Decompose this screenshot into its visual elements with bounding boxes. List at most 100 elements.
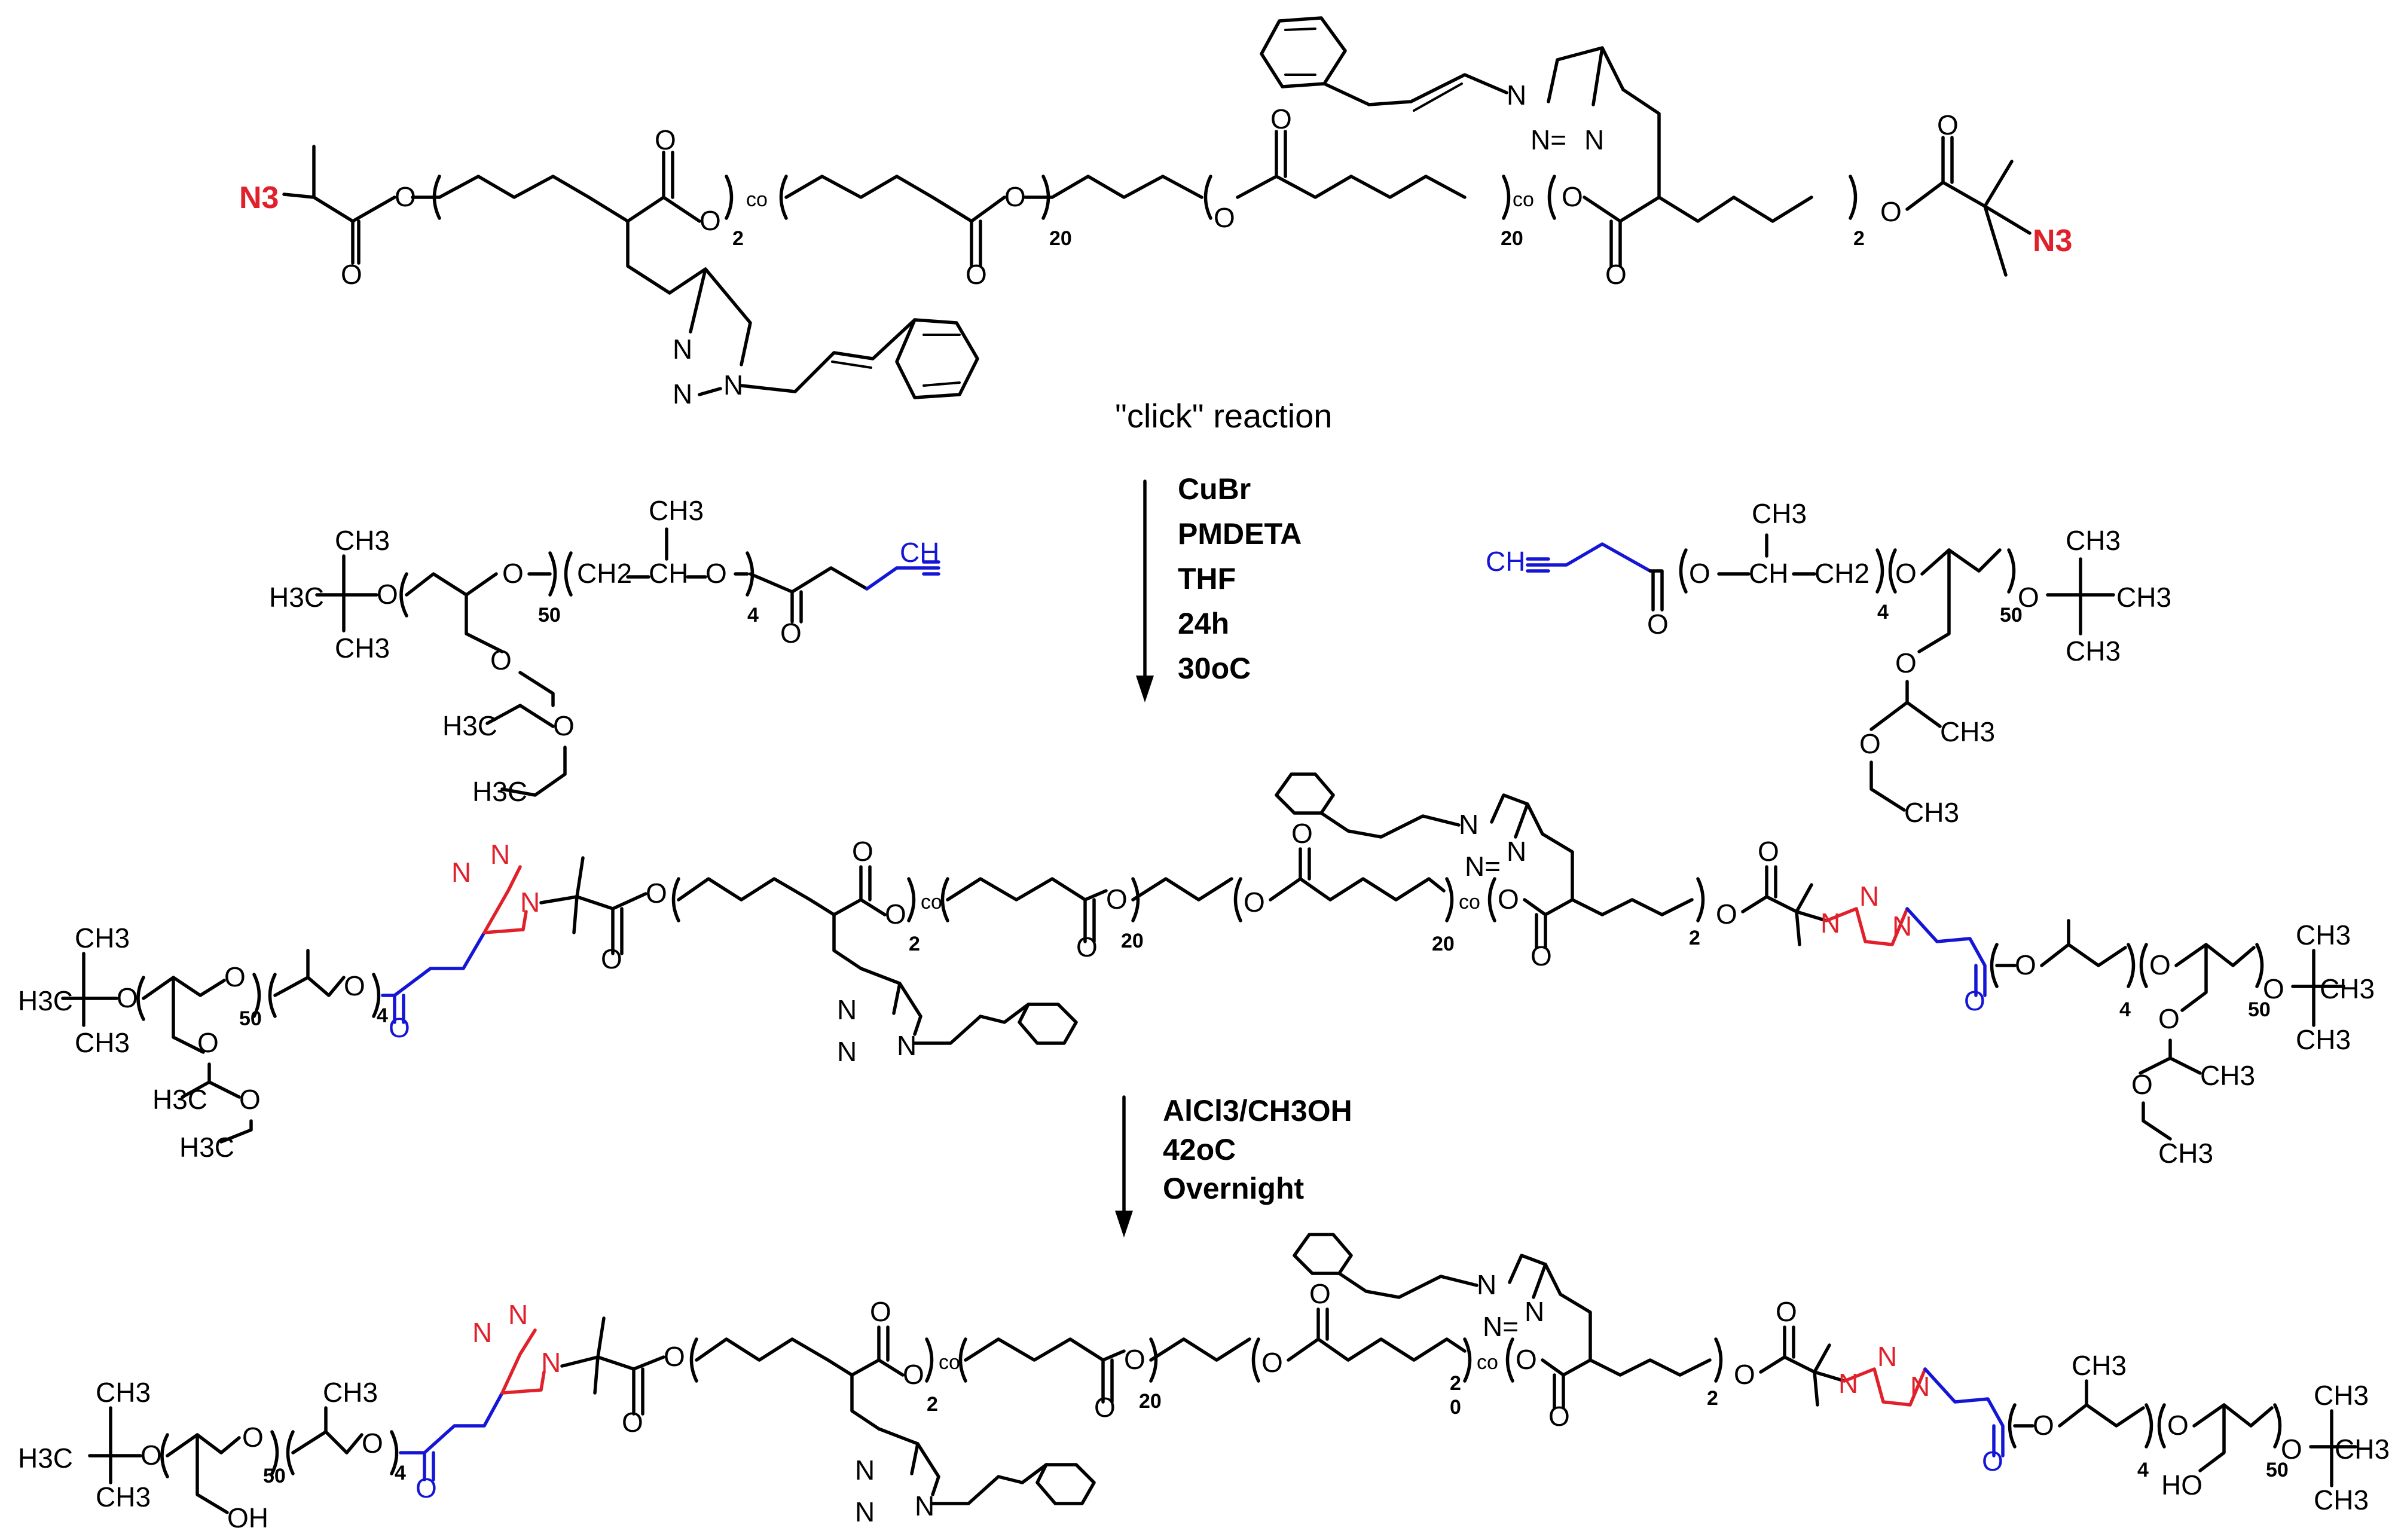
methyl-label: CH3 [96,1377,151,1408]
triazole-n: N [1525,1296,1544,1327]
methyl-label: CH3 [2296,919,2351,951]
carbonyl-o: O [389,1012,410,1043]
alkyne-label: CH [1486,546,1525,577]
triazole-n: N [490,839,510,870]
hydroxyl-label: OH [227,1502,268,1533]
azide-end-right: N3 [2033,224,2072,258]
linker-left-2: O N N N O O [399,1299,685,1504]
methyl-label: H3C [18,985,73,1016]
carbonyl-o: O [780,618,802,649]
ester-o: O [1562,181,1583,212]
co-label: co [1513,188,1534,211]
carbonyl-o: O [1094,1392,1116,1423]
hydroxyl-end-right: N N N O O CH3 4 O HO 50 O CH3 CH3 CH3 [1838,1341,2390,1515]
ester-o: O [699,205,721,236]
alkyne-polymer-left: CH3 H3C CH3 O O 50 O H3C O H3C CH2 CH CH… [269,495,940,807]
methyl-label: H3C [179,1132,234,1163]
ether-o: O [344,970,365,1001]
subscript: 4 [1877,601,1889,624]
carbonyl-o: O [1309,1278,1331,1309]
alkyne-polymer-right: CH O O CH CH3 CH2 4 O 50 O CH3 CH3 CH3 O… [1486,498,2171,828]
ether-o: O [490,644,512,676]
carbonyl-o: O [1548,1401,1570,1432]
subscript: 50 [263,1465,286,1487]
subscript: 2 [1853,227,1865,250]
triazole-n: N= [1483,1311,1519,1342]
methyl-label: CH3 [323,1377,378,1408]
reagent-ligand: PMDETA [1178,517,1302,551]
triazole-n: N [673,334,692,365]
methyl-label: H3C [269,582,324,613]
ester-o: O [1261,1347,1283,1378]
methyl-label: H3C [18,1443,73,1474]
triazole-n: N [915,1490,934,1521]
triazole-n: N [1584,124,1604,155]
ether-o: O [2167,1410,2189,1441]
ether-o: O [502,558,524,589]
methyl-label: H3C [442,710,497,741]
carbonyl-o: O [1647,609,1669,640]
carbonyl-o: O [1531,940,1552,971]
ether-o: O [117,982,138,1013]
triazole-n: N [1459,809,1478,840]
triazole-n: N [520,887,540,918]
methylene-label: CH2 [1814,558,1869,589]
ether-o: O [2149,949,2171,980]
carbonyl-o: O [1982,1446,2003,1477]
carbonyl-o: O [852,836,873,867]
subscript: 0 [1450,1396,1461,1419]
protected-end-left: H3C CH3 CH3 O O 50 O 4 O H3C O H3C [18,922,388,1163]
subscript: 2 [732,227,744,250]
linker-left: O N N N O O [381,839,667,1043]
triazole-n: N [1877,1341,1897,1372]
ester-o: O [1498,884,1519,915]
carbonyl-o: O [1076,931,1098,962]
carbonyl-o: O [1964,985,1985,1016]
subscript: 20 [1121,930,1144,952]
ester-o: O [1124,1344,1145,1375]
methyl-label: H3C [472,776,527,807]
ester-o: O [1734,1359,1755,1390]
triazole-n: N [855,1496,875,1527]
ether-o: O [362,1428,383,1459]
ether-o: O [705,558,727,589]
methyl-label: CH3 [1752,498,1807,529]
methyl-label: CH3 [2314,1380,2369,1411]
ether-o: O [1895,558,1917,589]
subscript: 2 [1450,1372,1461,1395]
triazole-n: N [897,1030,917,1061]
methyl-label: CH3 [2066,525,2121,556]
deprotected-product: H3C CH3 CH3 O OH O 50 CH3 O 4 O N N N O [18,1233,2390,1533]
triazole-n: N= [1465,851,1501,882]
ether-o: O [239,1084,261,1115]
triazole-n: N [541,1347,561,1378]
carbonyl-o: O [1291,818,1313,849]
methyl-label: CH3 [96,1481,151,1512]
caprolactone-block-right: O O 20 co O O 2 O O [1203,88,2032,290]
ester-o: O [1716,899,1737,930]
triazole-pendant-left: N N N [668,267,979,410]
carbonyl-o: O [1758,836,1779,867]
methyl-label: CH3 [2116,582,2171,613]
carbonyl-o: O [655,124,676,155]
reagent-catalyst: CuBr [1178,472,1251,506]
subscript: 2 [927,1393,938,1416]
methyl-label: CH3 [2066,635,2121,667]
methyl-label: CH3 [2296,1024,2351,1055]
reagent-deprotection: AlCl3/CH3OH [1163,1094,1352,1128]
azide-label-left: N3 [239,181,279,215]
carbonyl-o: O [1270,103,1292,135]
ester-o: O [1244,887,1265,918]
carbonyl-o: O [1937,109,1959,140]
subscript: 4 [395,1462,406,1484]
subscript: 2 [1707,1387,1718,1410]
ester-o: O [1214,202,1235,233]
triazole-n: N [451,857,471,888]
hydroxyl-label: HO [2161,1469,2202,1501]
ester-o: O [1516,1344,1537,1375]
triazole-n: N [1477,1269,1496,1300]
carbonyl-o: O [416,1472,437,1504]
subscript: 20 [1432,933,1455,955]
methyl-label: CH3 [335,525,390,556]
ether-o: O [224,961,246,992]
